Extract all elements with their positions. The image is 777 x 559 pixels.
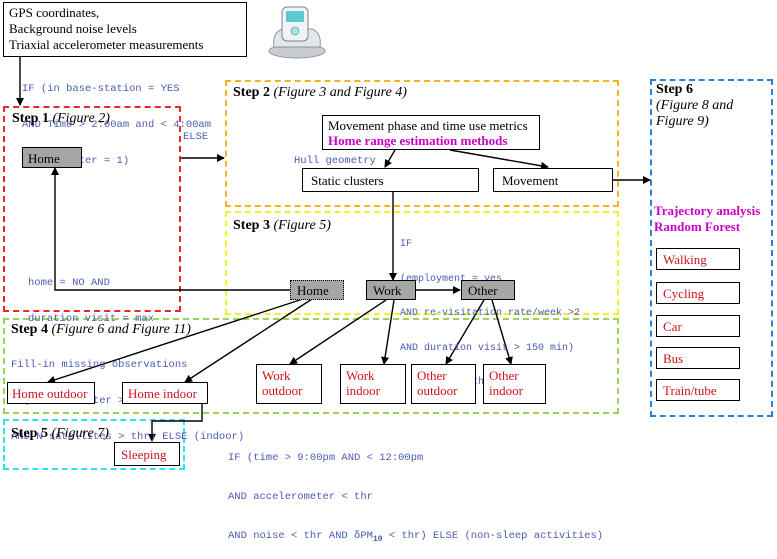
trajectory-analysis-label: Trajectory analysis <box>654 203 761 218</box>
other-indoor-node: Other indoor <box>483 364 546 404</box>
connector-arrows <box>16 57 651 442</box>
step1-title: Step 1 (Figure 2) <box>12 111 110 127</box>
step6-methods: Trajectory analysis Random Forest <box>654 203 760 235</box>
step5-label: Step 5 <box>11 426 48 441</box>
step4-frame <box>3 318 619 414</box>
home-indoor-label: Home indoor <box>128 386 197 401</box>
movement-node: Movement <box>493 168 613 192</box>
work-outdoor-line-1: Work <box>262 368 291 383</box>
mode-car-label: Car <box>663 319 682 334</box>
hull-geometry-label: Hull geometry <box>294 155 376 167</box>
movement-label: Movement <box>502 173 559 188</box>
work-label: Work <box>373 283 402 298</box>
mode-walking-label: Walking <box>663 252 707 267</box>
step1-ref: (Figure 2) <box>52 111 110 126</box>
mode-train-tube: Train/tube <box>656 379 740 401</box>
step3-ref: (Figure 5) <box>273 218 331 233</box>
step6-ref-line-1: (Figure 8 and <box>656 98 734 113</box>
work-rule-line-4: AND duration visit > 150 min) <box>400 342 575 354</box>
random-forest-label: Random Forest <box>654 219 741 234</box>
gps-device-icon <box>262 3 332 61</box>
other-outdoor-node: Other outdoor <box>411 364 476 404</box>
other-node: Other <box>461 280 515 300</box>
sleep-rule-line-3-prefix: AND noise < thr AND δPM <box>228 530 373 542</box>
work-outdoor-node: Work outdoor <box>256 364 322 404</box>
home-indoor-node: Home indoor <box>122 382 208 404</box>
step5-frame <box>3 419 185 470</box>
step4-label: Step 4 <box>11 322 48 337</box>
other-label: Other <box>468 283 498 298</box>
movement-metrics-label: Movement phase and time use metrics <box>328 118 528 133</box>
else-label: ELSE <box>183 131 209 143</box>
step6-ref-line-2: Figure 9) <box>656 114 709 129</box>
home-node-step1: Home <box>22 147 82 168</box>
mode-train-tube-label: Train/tube <box>663 383 717 398</box>
static-clusters-node: Static clusters <box>302 168 479 192</box>
step2-label: Step 2 <box>233 85 270 100</box>
home-rule-line-2: AND Time > 2:00am and < 4:00am <box>22 119 212 131</box>
sleep-rule-line-2: AND accelerometer < thr <box>228 491 373 503</box>
fill-in-line-3: AND N satellites > thr) ELSE (indoor) <box>11 431 245 443</box>
step3-label: Step 3 <box>233 218 270 233</box>
home-outdoor-label: Home outdoor <box>12 386 88 401</box>
sleep-rule-line-3-suffix: < thr) ELSE (non-sleep activities) <box>382 530 604 542</box>
step3-title: Step 3 (Figure 5) <box>233 218 331 234</box>
work-indoor-line-2: indoor <box>346 383 380 398</box>
other-indoor-line-1: Other <box>489 368 519 383</box>
input-line-accelerometer: Triaxial accelerometer measurements <box>9 37 204 52</box>
step5-ref: (Figure 7) <box>51 426 109 441</box>
other-outdoor-line-1: Other <box>417 368 447 383</box>
input-line-gps: GPS coordinates, <box>9 5 100 20</box>
work-detection-rule: IF (employment = yes AND re-visitation r… <box>400 216 580 400</box>
step2-ref: (Figure 3 and Figure 4) <box>273 85 407 100</box>
mode-cycling: Cycling <box>656 282 740 304</box>
movement-metrics-box: Movement phase and time use metrics Home… <box>322 115 540 150</box>
work-rule-line-3: AND re-visitation rate/week >2 <box>400 308 581 319</box>
input-line-noise: Background noise levels <box>9 21 137 36</box>
work-indoor-line-1: Work <box>346 368 375 383</box>
work-outdoor-line-2: outdoor <box>262 383 303 398</box>
home-node-step3: Home <box>290 280 344 300</box>
step6-label: Step 6 <box>656 82 693 97</box>
work-node: Work <box>366 280 416 300</box>
home-rule-line-1: IF (in base-station = YES <box>22 83 180 95</box>
home-return-line-1: home = NO AND <box>28 277 110 289</box>
step4-ref: (Figure 6 and Figure 11) <box>51 322 191 337</box>
step5-title: Step 5 (Figure 7) <box>11 426 109 442</box>
work-indoor-node: Work indoor <box>340 364 406 404</box>
sleep-rule-pm-subscript: 10 <box>372 535 383 545</box>
sleep-rule-line-3: AND noise < thr AND δPM10 < thr) ELSE (n… <box>228 530 603 546</box>
step1-label: Step 1 <box>12 111 49 126</box>
mode-walking: Walking <box>656 248 740 270</box>
home-return-rule: home = NO AND duration visit = max <box>28 253 154 337</box>
work-rule-line-2: (employment = yes <box>400 273 503 285</box>
sleeping-label: Sleeping <box>121 447 167 462</box>
sleep-rule-line-1: IF (time > 9:00pm AND < 12:00pm <box>228 452 424 464</box>
step6-title: Step 6 (Figure 8 and Figure 9) <box>656 82 766 130</box>
home-node-step1-label: Home <box>28 151 60 166</box>
home-outdoor-node: Home outdoor <box>7 382 95 404</box>
sleeping-node: Sleeping <box>114 442 180 466</box>
step2-title: Step 2 (Figure 3 and Figure 4) <box>233 85 407 101</box>
input-data-box: GPS coordinates, Background noise levels… <box>3 2 247 57</box>
other-outdoor-line-2: outdoor <box>417 383 458 398</box>
sleep-rule: IF (time > 9:00pm AND < 12:00pm AND acce… <box>228 426 603 559</box>
step6-frame <box>650 79 773 417</box>
step3-frame <box>225 211 619 315</box>
home-range-label: Home range estimation methods <box>328 133 508 148</box>
fill-in-line-1: Fill-in missing observations <box>11 359 188 371</box>
other-indoor-line-2: indoor <box>489 383 523 398</box>
step1-frame <box>3 106 181 312</box>
static-clusters-label: Static clusters <box>311 173 384 188</box>
mode-cycling-label: Cycling <box>663 286 705 301</box>
step2-frame <box>225 80 619 207</box>
work-rule-line-1: IF <box>400 239 413 250</box>
step4-title: Step 4 (Figure 6 and Figure 11) <box>11 322 191 338</box>
home-node-step3-label: Home <box>297 283 329 298</box>
mode-car: Car <box>656 315 740 337</box>
mode-bus: Bus <box>656 347 740 369</box>
mode-bus-label: Bus <box>663 351 684 366</box>
home-return-line-2: duration visit = max <box>28 313 155 325</box>
